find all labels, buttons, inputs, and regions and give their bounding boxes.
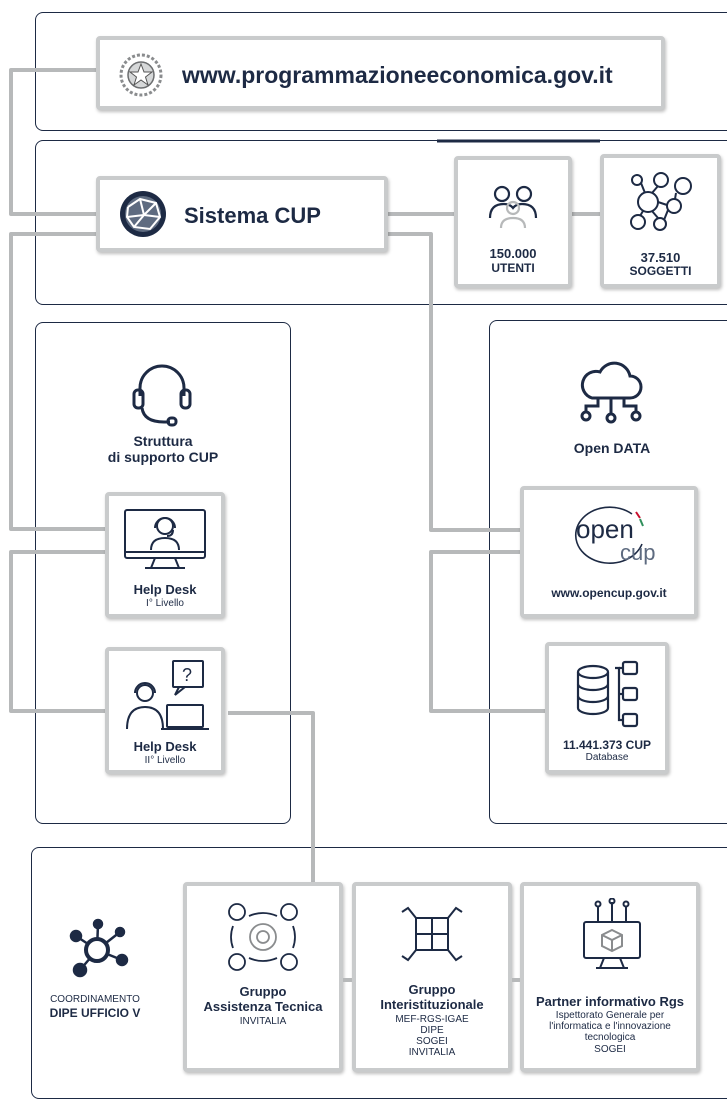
group2-member: MEF-RGS-IGAE bbox=[395, 1014, 469, 1025]
italian-emblem-icon bbox=[119, 53, 163, 97]
monitor-cube-icon bbox=[583, 898, 641, 969]
subjects-stat-card: 37.510 SOGGETTI bbox=[600, 154, 721, 288]
group-interinstitutional-card[interactable]: Gruppo Interistituzionale MEF-RGS-IGAE D… bbox=[352, 882, 512, 1072]
hub-network-icon bbox=[69, 918, 129, 978]
group3-sub: SOGEI bbox=[594, 1044, 626, 1055]
helpdesk-level1-card[interactable]: Help Desk I° Livello bbox=[105, 492, 225, 618]
database-icon bbox=[576, 660, 639, 728]
group1-title-line1: Gruppo bbox=[239, 984, 287, 999]
group2-title-line2: Interistituzionale bbox=[380, 997, 484, 1012]
helpdesk-level2-card[interactable]: ? Help Desk II° Livello bbox=[105, 647, 225, 774]
network-people-icon bbox=[630, 172, 692, 231]
group3-desc-line: l'informatica e l'innovazione bbox=[549, 1021, 671, 1032]
group2-member: DIPE bbox=[420, 1025, 444, 1036]
gov-url-text[interactable]: www.programmazioneeconomica.gov.it bbox=[182, 62, 613, 88]
helpdesk-monitor-icon bbox=[124, 509, 206, 569]
helpdesk2-level: II° Livello bbox=[144, 755, 186, 766]
opencup-logo-icon bbox=[574, 506, 644, 564]
group2-title-line1: Gruppo bbox=[408, 982, 456, 997]
users-icon bbox=[488, 185, 538, 228]
coordination-label-line1: COORDINAMENTO bbox=[50, 994, 140, 1005]
open-data-title: Open DATA bbox=[573, 440, 651, 456]
users-stat-card: 150.000 UTENTI bbox=[454, 156, 572, 288]
gear-team-icon bbox=[228, 903, 298, 971]
cloud-network-icon bbox=[580, 361, 643, 424]
opencup-logo-bottom: cup bbox=[620, 540, 656, 565]
svg-text:?: ? bbox=[182, 665, 192, 685]
users-label: UTENTI bbox=[491, 261, 535, 275]
cup-network-globe-icon bbox=[120, 191, 166, 237]
headset-icon bbox=[132, 364, 192, 427]
database-label: Database bbox=[585, 752, 629, 763]
partner-rgs-card[interactable]: Partner informativo Rgs Ispettorato Gene… bbox=[520, 882, 700, 1072]
sistema-cup-title: Sistema CUP bbox=[184, 203, 321, 228]
helpdesk1-title: Help Desk bbox=[133, 582, 197, 597]
group1-title-line2: Assistenza Tecnica bbox=[203, 999, 323, 1014]
group3-desc-line: Ispettorato Generale per bbox=[555, 1010, 665, 1021]
subjects-value: 37.510 bbox=[640, 250, 681, 265]
opencup-logo-top: open bbox=[576, 514, 634, 544]
sistema-cup-card[interactable]: Sistema CUP bbox=[96, 176, 388, 252]
opencup-card[interactable]: open cup www.opencup.gov.it bbox=[520, 486, 698, 618]
subjects-label: SOGGETTI bbox=[629, 264, 692, 278]
group2-member: INVITALIA bbox=[408, 1047, 456, 1058]
users-value: 150.000 bbox=[489, 246, 537, 261]
group3-desc-line: tecnologica bbox=[584, 1032, 636, 1043]
database-value: 11.441.373 CUP bbox=[562, 738, 652, 752]
database-card: 11.441.373 CUP Database bbox=[545, 642, 669, 774]
support-title-line2: di supporto CUP bbox=[107, 449, 219, 465]
helpdesk-operator-icon: ? bbox=[126, 660, 209, 730]
group3-title: Partner informativo Rgs bbox=[535, 994, 685, 1009]
helpdesk2-title: Help Desk bbox=[133, 739, 197, 754]
gov-url-card[interactable]: www.programmazioneeconomica.gov.it bbox=[96, 36, 665, 110]
puzzle-hands-icon bbox=[401, 906, 463, 962]
helpdesk1-level: I° Livello bbox=[146, 598, 184, 609]
support-title-line1: Struttura bbox=[133, 433, 193, 449]
group2-member: SOGEI bbox=[416, 1036, 448, 1047]
group-technical-card[interactable]: Gruppo Assistenza Tecnica INVITALIA bbox=[183, 882, 343, 1072]
group1-sub: INVITALIA bbox=[239, 1016, 287, 1027]
coordination-label-line2: DIPE UFFICIO V bbox=[49, 1006, 141, 1020]
opencup-url[interactable]: www.opencup.gov.it bbox=[551, 586, 667, 600]
